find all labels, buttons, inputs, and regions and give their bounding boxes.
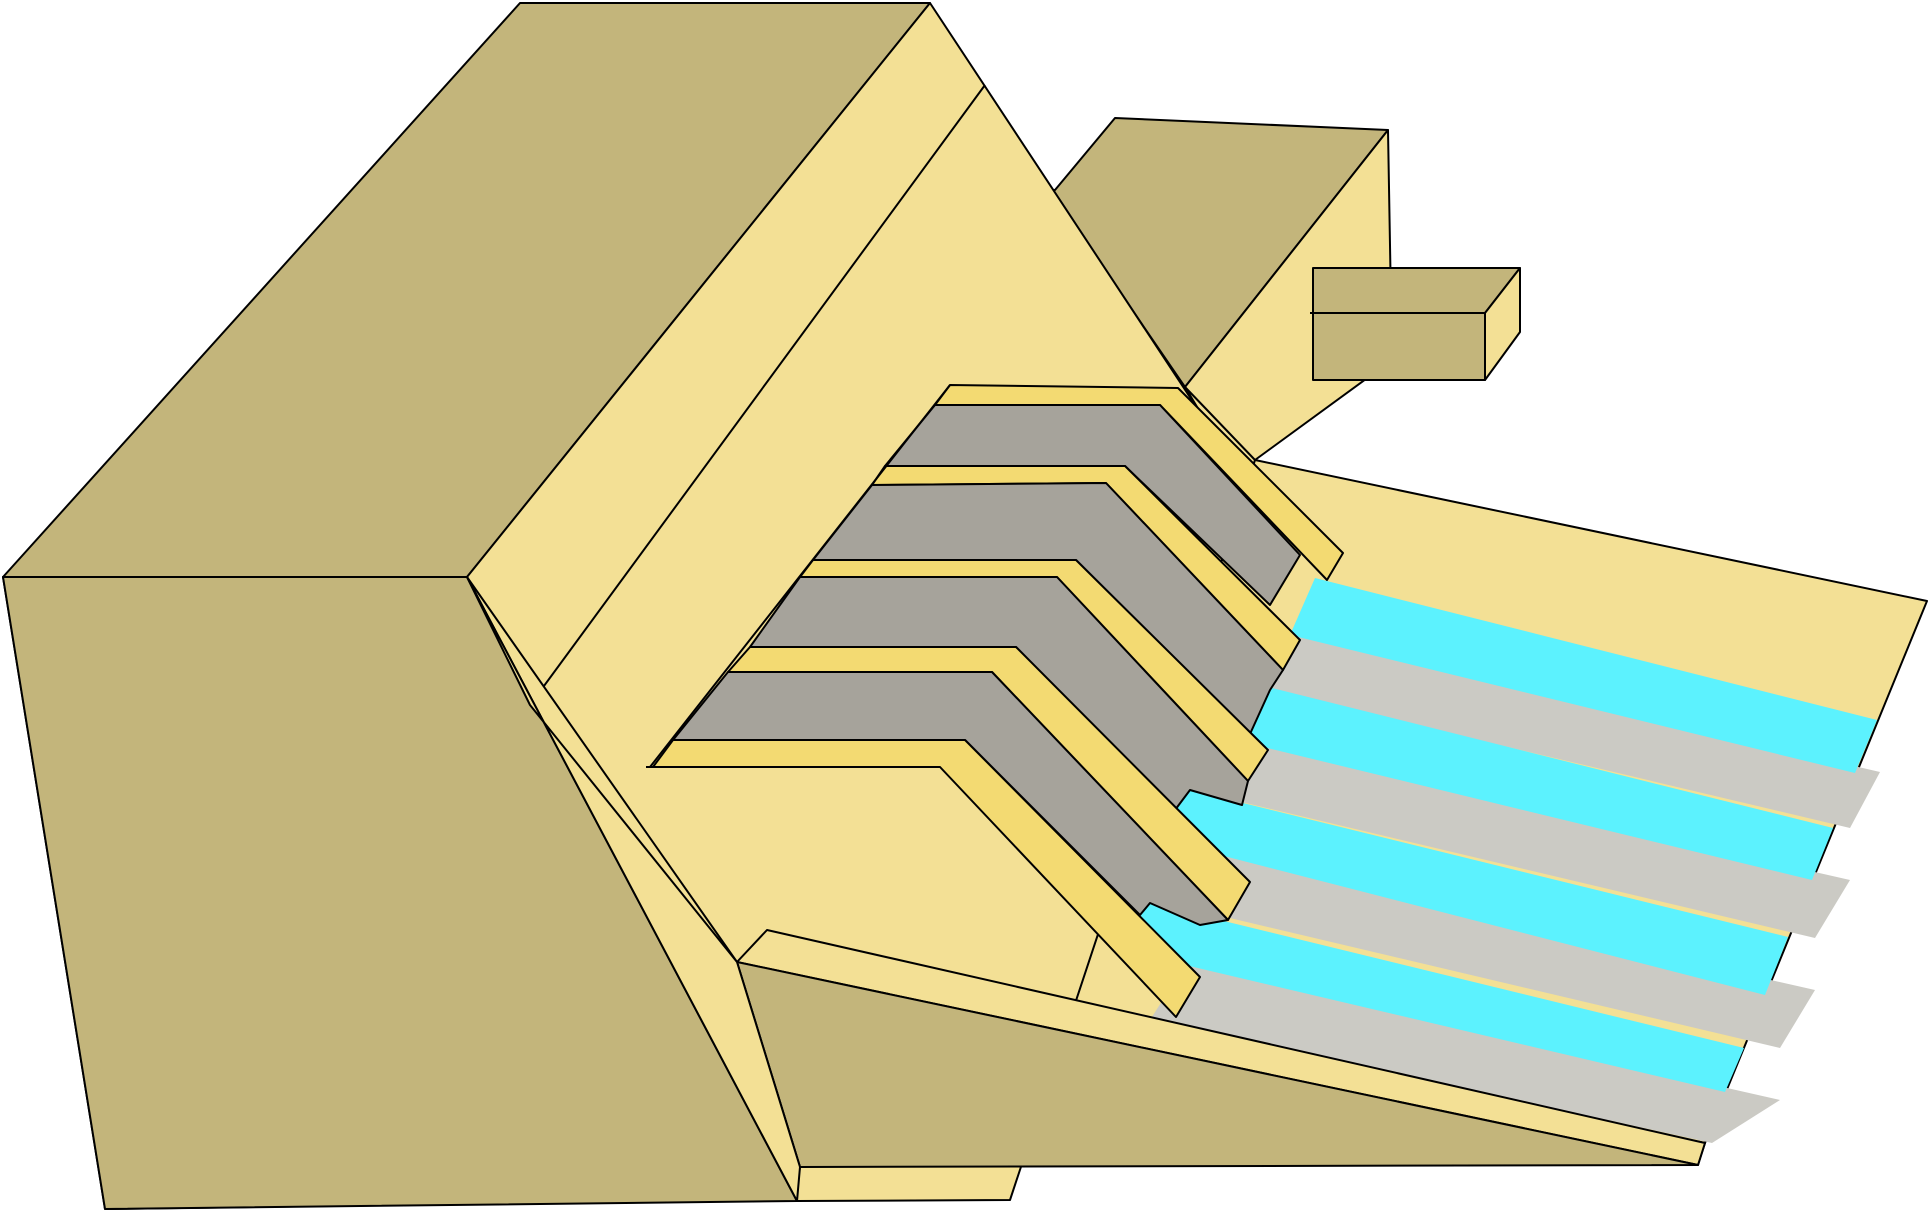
bench-floors xyxy=(1150,635,1880,1143)
front-block-side-overlay xyxy=(466,576,801,1202)
water-strip-3 xyxy=(1175,790,1788,995)
bench-floor-4 xyxy=(1150,965,1780,1143)
water-strips xyxy=(1140,578,1877,1092)
front-block-inner-edge xyxy=(529,84,986,706)
cut-slope-edge xyxy=(649,384,951,768)
water-strip-1 xyxy=(1290,578,1877,773)
bench-floor-3 xyxy=(1196,855,1815,1048)
front-block-overlay xyxy=(2,576,801,1210)
water-strip-4 xyxy=(1140,903,1744,1092)
stair-benches xyxy=(646,384,1344,1018)
bench-floor-1 xyxy=(1268,635,1880,828)
small-box-side xyxy=(1484,267,1521,381)
water-strip-2 xyxy=(1225,680,1833,880)
bench-floor-2 xyxy=(1233,745,1850,938)
small-box xyxy=(1310,267,1521,381)
